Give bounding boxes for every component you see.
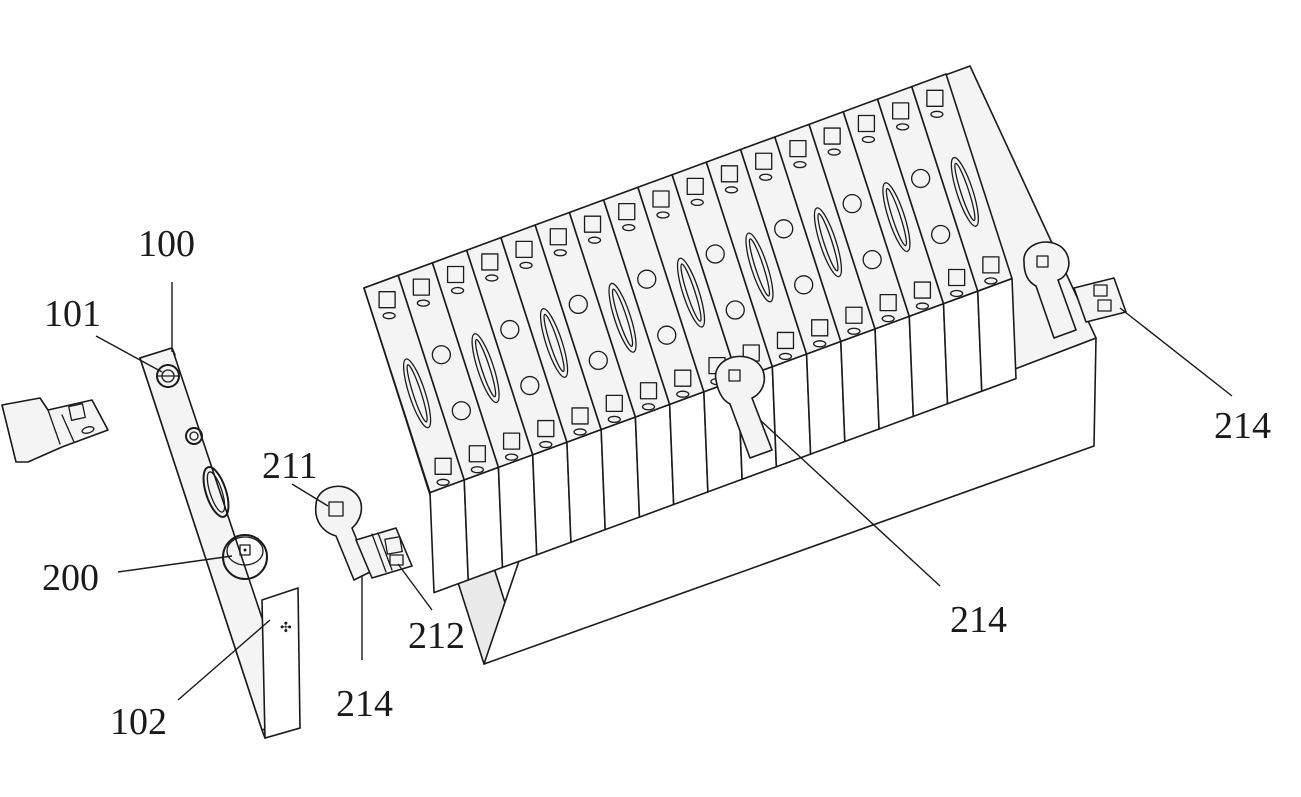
cell-terminal-post	[930, 224, 951, 245]
cell-back-terminal-tab	[549, 228, 567, 246]
cell-terminal-post	[862, 250, 882, 270]
cell-front-terminal-tab	[776, 331, 795, 350]
cell-vent-oval	[402, 358, 432, 429]
cell-vent-oval	[676, 257, 706, 328]
cell-terminal-post	[500, 319, 520, 340]
cell-terminal-post	[520, 375, 540, 396]
pack-cell	[842, 98, 949, 418]
pack-cell	[465, 236, 572, 556]
cell-terminal-post	[568, 294, 588, 315]
label-100: 100	[138, 223, 195, 265]
cell-vent-oval	[471, 333, 500, 404]
cell-front-terminal-tab	[913, 281, 932, 299]
cell-terminal-post	[794, 275, 814, 295]
cell-back-terminal-tab	[378, 291, 396, 309]
cell-terminal-post	[842, 194, 862, 214]
cell-front-terminal-tab	[537, 419, 555, 438]
pack-cell	[431, 249, 538, 569]
cell-terminal-post	[588, 350, 608, 371]
cell-front-terminal-tab	[947, 268, 966, 287]
cell-back-terminal-tab	[618, 202, 636, 221]
connector-assembly	[314, 485, 413, 581]
cell-back-terminal-tab	[755, 152, 773, 170]
loose-connector-plate	[1, 397, 109, 463]
cell-back-terminal-tab	[412, 278, 431, 296]
cell-terminal-post	[705, 244, 725, 264]
hole-212	[384, 536, 403, 555]
cell-terminal-post	[451, 401, 472, 421]
cell-back-terminal-tab	[652, 190, 670, 208]
cell-back-terminal-tab	[926, 89, 944, 107]
cell-back-terminal-tab	[481, 253, 499, 271]
cell-front-terminal-tab	[434, 457, 452, 475]
bus-connector-214-mid	[714, 355, 773, 459]
cell-front-terminal-tab	[605, 394, 623, 413]
label-211: 211	[262, 445, 318, 487]
pack-cell	[876, 85, 983, 405]
reference-labels: 100 101 200 102 211 212 214 214 214	[42, 223, 1271, 743]
cell-front-terminal-tab	[571, 407, 589, 425]
label-214-mid: 214	[950, 599, 1007, 641]
positive-mark: ✣	[280, 620, 292, 636]
cell-front-terminal-tab	[879, 294, 897, 312]
cell-terminal-post	[774, 219, 794, 239]
cell-back-terminal-tab	[857, 114, 876, 133]
cell-back-terminal-tab	[446, 265, 465, 284]
cell-back-terminal-tab	[891, 102, 910, 120]
pack-cell	[774, 123, 880, 443]
battery-pack	[363, 65, 1127, 665]
cell-front-terminal-tab	[845, 306, 863, 324]
cell-back-terminal-tab	[789, 139, 807, 158]
single-battery-cell: ✣	[139, 347, 301, 739]
label-214-right: 214	[1214, 405, 1271, 447]
label-101: 101	[44, 293, 101, 335]
cell-explosion-valve	[202, 466, 230, 518]
label-102: 102	[110, 701, 167, 743]
cell-back-terminal-tab	[515, 240, 533, 259]
cell-terminal-post	[910, 168, 931, 189]
cell-vent-oval	[608, 282, 637, 353]
pack-cell	[363, 274, 470, 594]
cell-back-terminal-tab	[583, 215, 602, 233]
cell-vent-oval	[950, 156, 980, 227]
cell-front-terminal-tab	[674, 369, 692, 387]
cell-vent	[185, 427, 203, 445]
pack-cell	[808, 110, 915, 430]
cell-vent-oval	[745, 232, 774, 303]
cell-terminal-post	[637, 269, 657, 289]
cell-terminal-post	[431, 345, 452, 365]
cell-back-terminal-tab	[823, 127, 841, 145]
label-212: 212	[408, 615, 465, 657]
cell-vent-oval	[539, 307, 569, 378]
cell-front-terminal-tab	[811, 319, 829, 337]
label-214-connector: 214	[336, 683, 393, 725]
label-200: 200	[42, 557, 99, 599]
cell-terminal-post	[725, 300, 745, 320]
cell-front-terminal-tab	[639, 382, 658, 400]
cell-back-terminal-tab	[686, 177, 704, 196]
pack-cell	[910, 73, 1017, 392]
cell-front-terminal-tab	[468, 445, 487, 463]
cell-front-terminal-tab	[502, 432, 521, 450]
pack-cell	[397, 262, 504, 581]
hole-211	[328, 501, 344, 517]
cell-vent-oval	[882, 182, 911, 253]
cell-front-terminal-tab	[982, 256, 1000, 274]
cell-vent-oval	[813, 207, 843, 278]
cell-terminal-post	[657, 325, 677, 345]
cell-back-terminal-tab	[720, 165, 739, 183]
leader-lines	[95, 282, 1233, 701]
